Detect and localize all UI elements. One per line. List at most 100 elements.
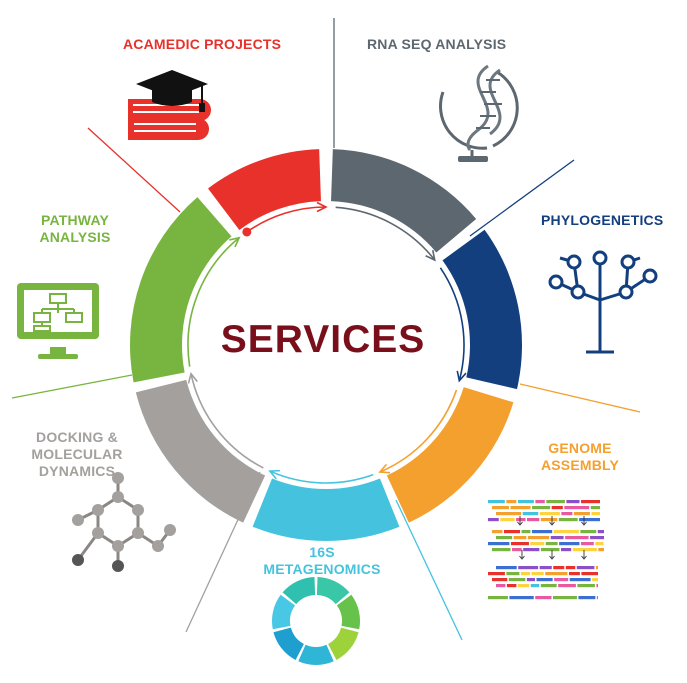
alignment-bar	[510, 542, 529, 546]
inner-arrow-circle	[187, 201, 467, 484]
inner-arc	[335, 206, 436, 261]
alignment-bar	[531, 530, 553, 534]
alignment-bar	[539, 566, 552, 570]
alignment-bar	[540, 548, 560, 552]
alignment-bar	[523, 548, 540, 552]
alignment-bar	[579, 518, 600, 522]
alignment-bar	[558, 584, 576, 588]
alignment-bar	[558, 518, 578, 522]
start-dot	[242, 227, 252, 237]
alignment-bar	[488, 518, 499, 522]
label-rna-seq-analysis: RNA SEQ ANALYSIS	[367, 36, 507, 52]
alignment-bar	[500, 518, 515, 522]
arrowhead	[187, 371, 198, 384]
alignment-bar	[527, 536, 550, 540]
alignment-bar	[540, 584, 557, 588]
alignment-bar	[545, 572, 568, 576]
donut-slice	[273, 627, 304, 660]
alignment-bar	[518, 566, 539, 570]
inner-arc	[439, 267, 465, 381]
alignment-bar	[596, 596, 598, 600]
alignment-bar	[492, 530, 503, 534]
alignment-bar	[488, 542, 510, 546]
alignment-bar	[522, 512, 539, 516]
label-pathway-analysis: PATHWAY ANALYSIS	[39, 212, 111, 245]
donut-slice	[316, 577, 350, 605]
alignment-bar	[546, 500, 565, 504]
alignment-bar	[565, 536, 589, 540]
alignment-bar	[559, 542, 580, 546]
alignment-bar	[553, 530, 579, 534]
alignment-bar	[596, 584, 598, 588]
alignment-bar	[580, 530, 597, 534]
center-title: SERVICES	[220, 318, 426, 361]
donut-slice	[328, 627, 359, 660]
alignment-bar	[581, 500, 600, 504]
alignment-bar	[509, 596, 534, 600]
alignment-bar	[539, 512, 560, 516]
alignment-bar	[598, 548, 604, 552]
inner-arc	[187, 237, 240, 367]
alignment-bar	[527, 518, 540, 522]
alignment-bar	[550, 536, 564, 540]
alignment-arrow	[581, 550, 587, 560]
ring-segments	[130, 149, 522, 541]
alignment-bar	[576, 566, 595, 570]
arrowhead	[456, 370, 467, 383]
alignment-bar	[516, 518, 526, 522]
alignment-bar	[565, 566, 576, 570]
alignment-bar	[590, 506, 600, 510]
alignment-bar	[535, 596, 552, 600]
donut-slice	[336, 594, 360, 630]
alignment-bar	[568, 572, 580, 576]
alignment-bar	[532, 506, 551, 510]
sequence-alignment-icon	[488, 500, 604, 600]
alignment-bar	[492, 578, 508, 582]
alignment-bar	[492, 548, 511, 552]
label-phylogenetics: PHYLOGENETICS	[541, 212, 664, 228]
alignment-bar	[496, 566, 517, 570]
alignment-bar	[506, 500, 517, 504]
alignment-bar	[553, 566, 565, 570]
alignment-bar	[535, 500, 545, 504]
alignment-bar	[503, 530, 521, 534]
alignment-bar	[572, 548, 597, 552]
divider-line	[519, 383, 641, 413]
alignment-bar	[590, 536, 604, 540]
segment-pathway	[130, 197, 232, 383]
donut-slice	[298, 644, 334, 665]
inner-arc	[190, 373, 264, 469]
dna-globe-icon	[439, 64, 519, 162]
alignment-bar	[530, 584, 540, 588]
flowchart-monitor-icon	[17, 283, 99, 359]
arrowhead	[378, 463, 391, 474]
segment-academic	[208, 149, 321, 230]
divider-line	[87, 127, 181, 213]
alignment-bar	[564, 506, 590, 510]
alignment-bar	[592, 578, 598, 582]
alignment-bar	[512, 548, 522, 552]
alignment-bar	[566, 500, 580, 504]
alignment-bar	[536, 578, 553, 582]
alignment-bar	[569, 578, 591, 582]
segment-docking	[135, 379, 266, 523]
alignment-bar	[526, 578, 536, 582]
label-docking-molecular-dynamics: DOCKING & MOLECULAR DYNAMICS	[31, 429, 123, 479]
alignment-bar	[561, 512, 573, 516]
alignment-bar	[577, 584, 595, 588]
donut-slice	[272, 594, 296, 630]
alignment-arrow	[519, 550, 525, 560]
inner-arc	[379, 389, 458, 473]
inner-arc	[269, 470, 374, 484]
alignment-bar	[492, 506, 509, 510]
alignment-bar	[496, 512, 522, 516]
alignment-bar	[554, 578, 569, 582]
alignment-bar	[580, 542, 594, 546]
alignment-bar	[552, 596, 577, 600]
segment-metagen	[252, 478, 400, 541]
alignment-bar	[506, 572, 520, 576]
alignment-bar	[517, 584, 530, 588]
alignment-bar	[560, 548, 572, 552]
alignment-bar	[520, 572, 531, 576]
